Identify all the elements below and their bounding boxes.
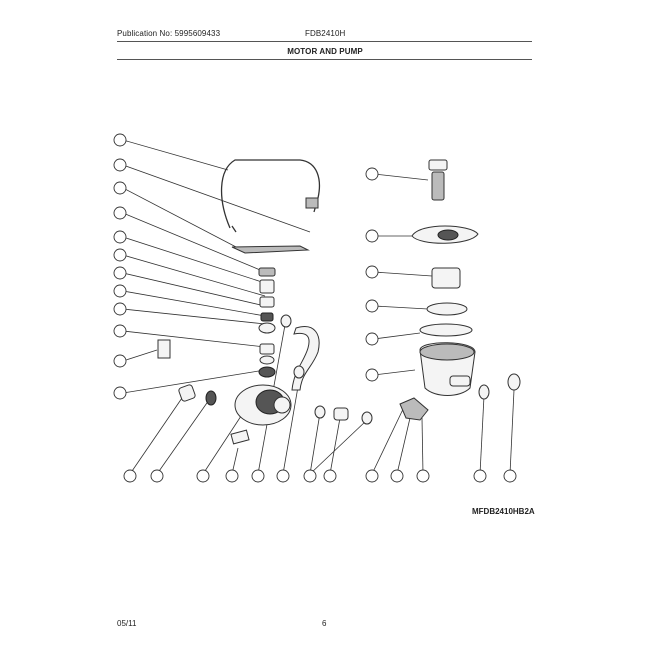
o-ring-upper	[258, 322, 276, 334]
pump-gasket	[426, 302, 468, 316]
callout-marker	[113, 181, 127, 195]
label-plate	[157, 339, 171, 359]
pump-o-ring	[419, 323, 473, 337]
callout-marker	[113, 248, 127, 262]
motor-shaft	[273, 396, 291, 414]
callout-marker	[365, 167, 379, 181]
page-number: 6	[322, 619, 327, 628]
coarse-filter	[431, 267, 461, 289]
callout-marker	[365, 299, 379, 313]
seal-ring-b	[361, 411, 373, 425]
callout-marker	[113, 266, 127, 280]
callout-marker	[113, 324, 127, 338]
callout-marker	[365, 368, 379, 382]
connector-tube	[333, 407, 349, 421]
o-ring-lower	[258, 366, 276, 378]
hose-ring	[293, 365, 305, 379]
section-title: MOTOR AND PUMP	[287, 47, 363, 56]
header-rule-bottom	[117, 59, 532, 60]
adapter-ring	[205, 390, 217, 406]
diagram-code: MFDB2410HB2A	[472, 507, 535, 516]
callout-marker	[123, 469, 137, 483]
callout-marker	[416, 469, 430, 483]
callout-marker	[323, 469, 337, 483]
callout-marker	[365, 265, 379, 279]
callout-marker	[276, 469, 290, 483]
pump-housing-top	[419, 343, 475, 361]
motor-label	[230, 429, 250, 445]
pump-outlet	[449, 375, 471, 387]
o-ring-middle	[259, 355, 275, 365]
footer-date: 05/11	[117, 619, 137, 628]
callout-marker	[365, 229, 379, 243]
callout-marker	[303, 469, 317, 483]
adapter-tube	[178, 384, 196, 402]
callout-marker	[113, 354, 127, 368]
drain-hose	[291, 326, 320, 391]
wire-harness	[220, 159, 321, 233]
callout-marker	[390, 469, 404, 483]
pump-cap	[507, 373, 521, 391]
callout-marker	[113, 386, 127, 400]
callouts	[113, 133, 517, 483]
harness-connector	[305, 197, 319, 209]
callout-marker	[113, 230, 127, 244]
callout-marker	[113, 302, 127, 316]
hose-clamp	[280, 314, 292, 328]
callout-marker	[150, 469, 164, 483]
callout-marker	[225, 469, 239, 483]
model-number: FDB2410H	[305, 29, 346, 38]
filter-mesh	[431, 171, 445, 201]
mounting-plate	[231, 245, 310, 254]
callout-marker	[473, 469, 487, 483]
filter-cap	[428, 159, 448, 171]
seal-ring-a	[314, 405, 326, 419]
callout-marker	[113, 133, 127, 147]
callout-marker	[113, 284, 127, 298]
callout-marker	[251, 469, 265, 483]
fitting-coupler	[259, 343, 275, 355]
callout-marker	[503, 469, 517, 483]
callout-marker	[365, 469, 379, 483]
callout-marker	[113, 158, 127, 172]
switch-assembly	[399, 397, 429, 421]
filter-ring-hole	[437, 229, 459, 241]
fitting-sleeve	[259, 279, 275, 294]
leader-lines	[122, 139, 515, 475]
header-rule-top	[117, 41, 532, 42]
callout-marker	[365, 332, 379, 346]
callout-marker	[196, 469, 210, 483]
publication-number: Publication No: 5995609433	[117, 29, 221, 38]
fitting-ring-1	[258, 267, 276, 277]
fitting-ring-2	[259, 296, 275, 308]
pump-ring	[478, 384, 490, 400]
callout-marker	[113, 206, 127, 220]
fitting-collar	[260, 312, 274, 322]
